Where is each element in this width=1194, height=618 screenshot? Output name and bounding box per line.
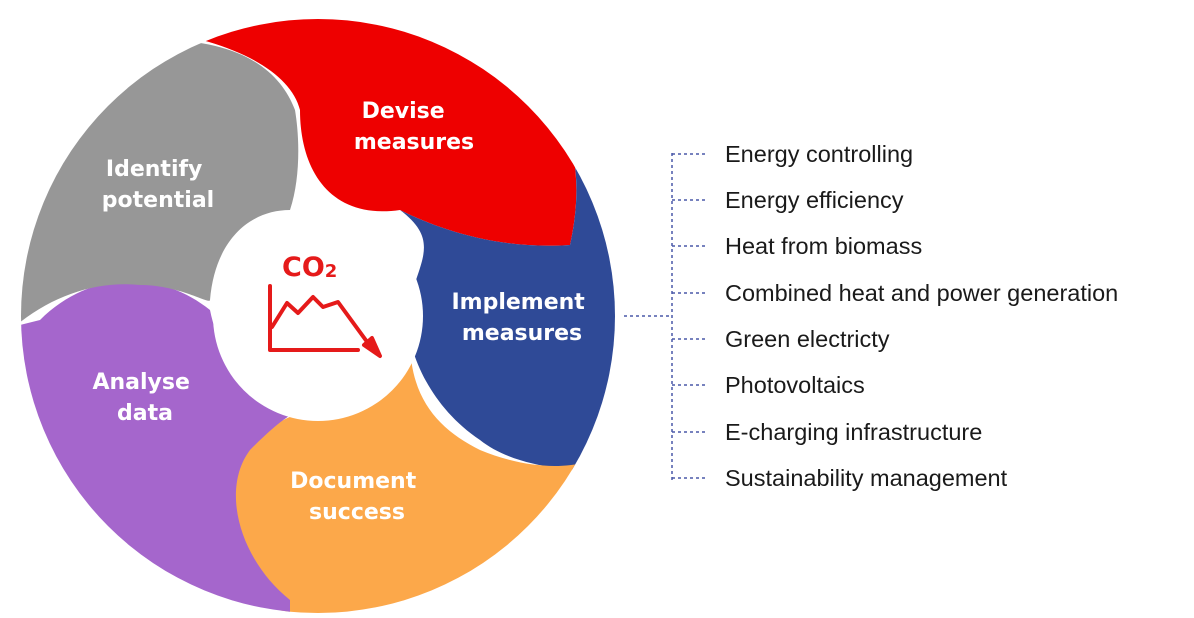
list-item-heat-from-biomass: Heat from biomass: [725, 233, 922, 259]
segment-label-analyse: Analyse data: [92, 370, 197, 426]
list-item-energy-efficiency: Energy efficiency: [725, 187, 904, 213]
center-disc: [213, 211, 423, 421]
chart-axes: [268, 284, 360, 352]
chart-arrowhead: [362, 336, 382, 358]
co2-title: CO2: [282, 252, 337, 283]
co2-subscript: 2: [325, 261, 338, 282]
chart-trend-line: [270, 295, 375, 352]
co2-declining-chart-icon: [268, 284, 382, 358]
measures-connector: [624, 153, 708, 481]
cycle-ring: [21, 19, 615, 613]
connector-ticks: [672, 153, 708, 479]
segment-labels: Devise measures Implement measures Docum…: [92, 99, 592, 525]
list-item-e-charging-infrastructure: E-charging infrastructure: [725, 419, 982, 445]
segment-label-document: Document success: [290, 469, 424, 525]
segment-label-identify: Identify potential: [102, 157, 214, 213]
segment-devise-shape: [150, 19, 577, 246]
list-item-photovoltaics: Photovoltaics: [725, 372, 865, 398]
list-item-energy-controlling: Energy controlling: [725, 141, 913, 167]
segment-label-implement: Implement measures: [451, 290, 592, 346]
segment-label-devise: Devise measures: [354, 99, 474, 155]
co2-badge: CO2: [268, 252, 382, 358]
list-item-sustainability-management: Sustainability management: [725, 465, 1008, 491]
list-item-combined-heat-and-power: Combined heat and power generation: [725, 280, 1118, 306]
measures-list: Energy controlling Energy efficiency Hea…: [725, 141, 1118, 491]
list-item-green-electricity: Green electricty: [725, 326, 890, 352]
